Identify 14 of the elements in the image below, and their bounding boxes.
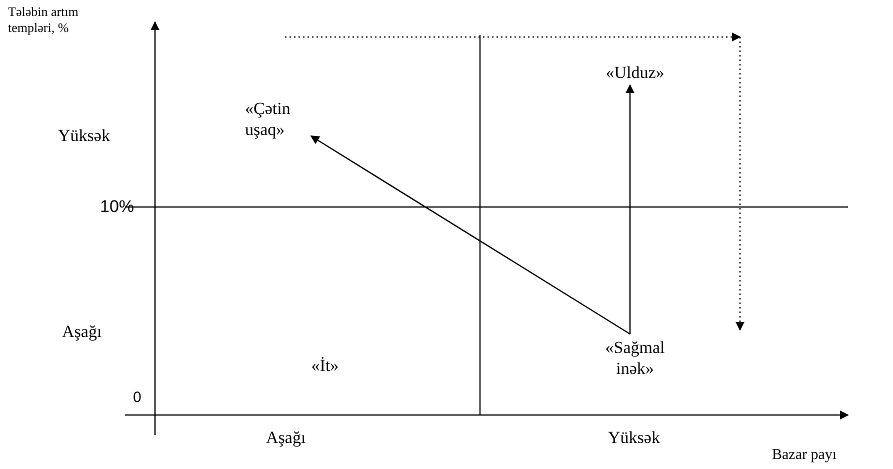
threshold-label: 10% [100,197,136,217]
axis-title: Bazar payı [772,446,838,464]
origin-label: 0 [133,389,142,407]
quadrant-label: «Sağmal inək» [585,337,685,379]
arrow [310,135,630,335]
axis-level-label: Yüksək [58,126,111,146]
quadrant-label: «Çətin uşaq» [245,98,317,140]
axis-level-label: Aşağı [62,322,103,342]
quadrant-label: «Ulduz» [590,62,680,83]
arrow [626,84,634,334]
axis-level-label: Yüksək [608,428,661,448]
axis-title: Tələbin artım templəri, % [8,4,80,36]
axis-level-label: Aşağı [266,428,307,448]
quadrant-label: «İt» [300,355,350,376]
